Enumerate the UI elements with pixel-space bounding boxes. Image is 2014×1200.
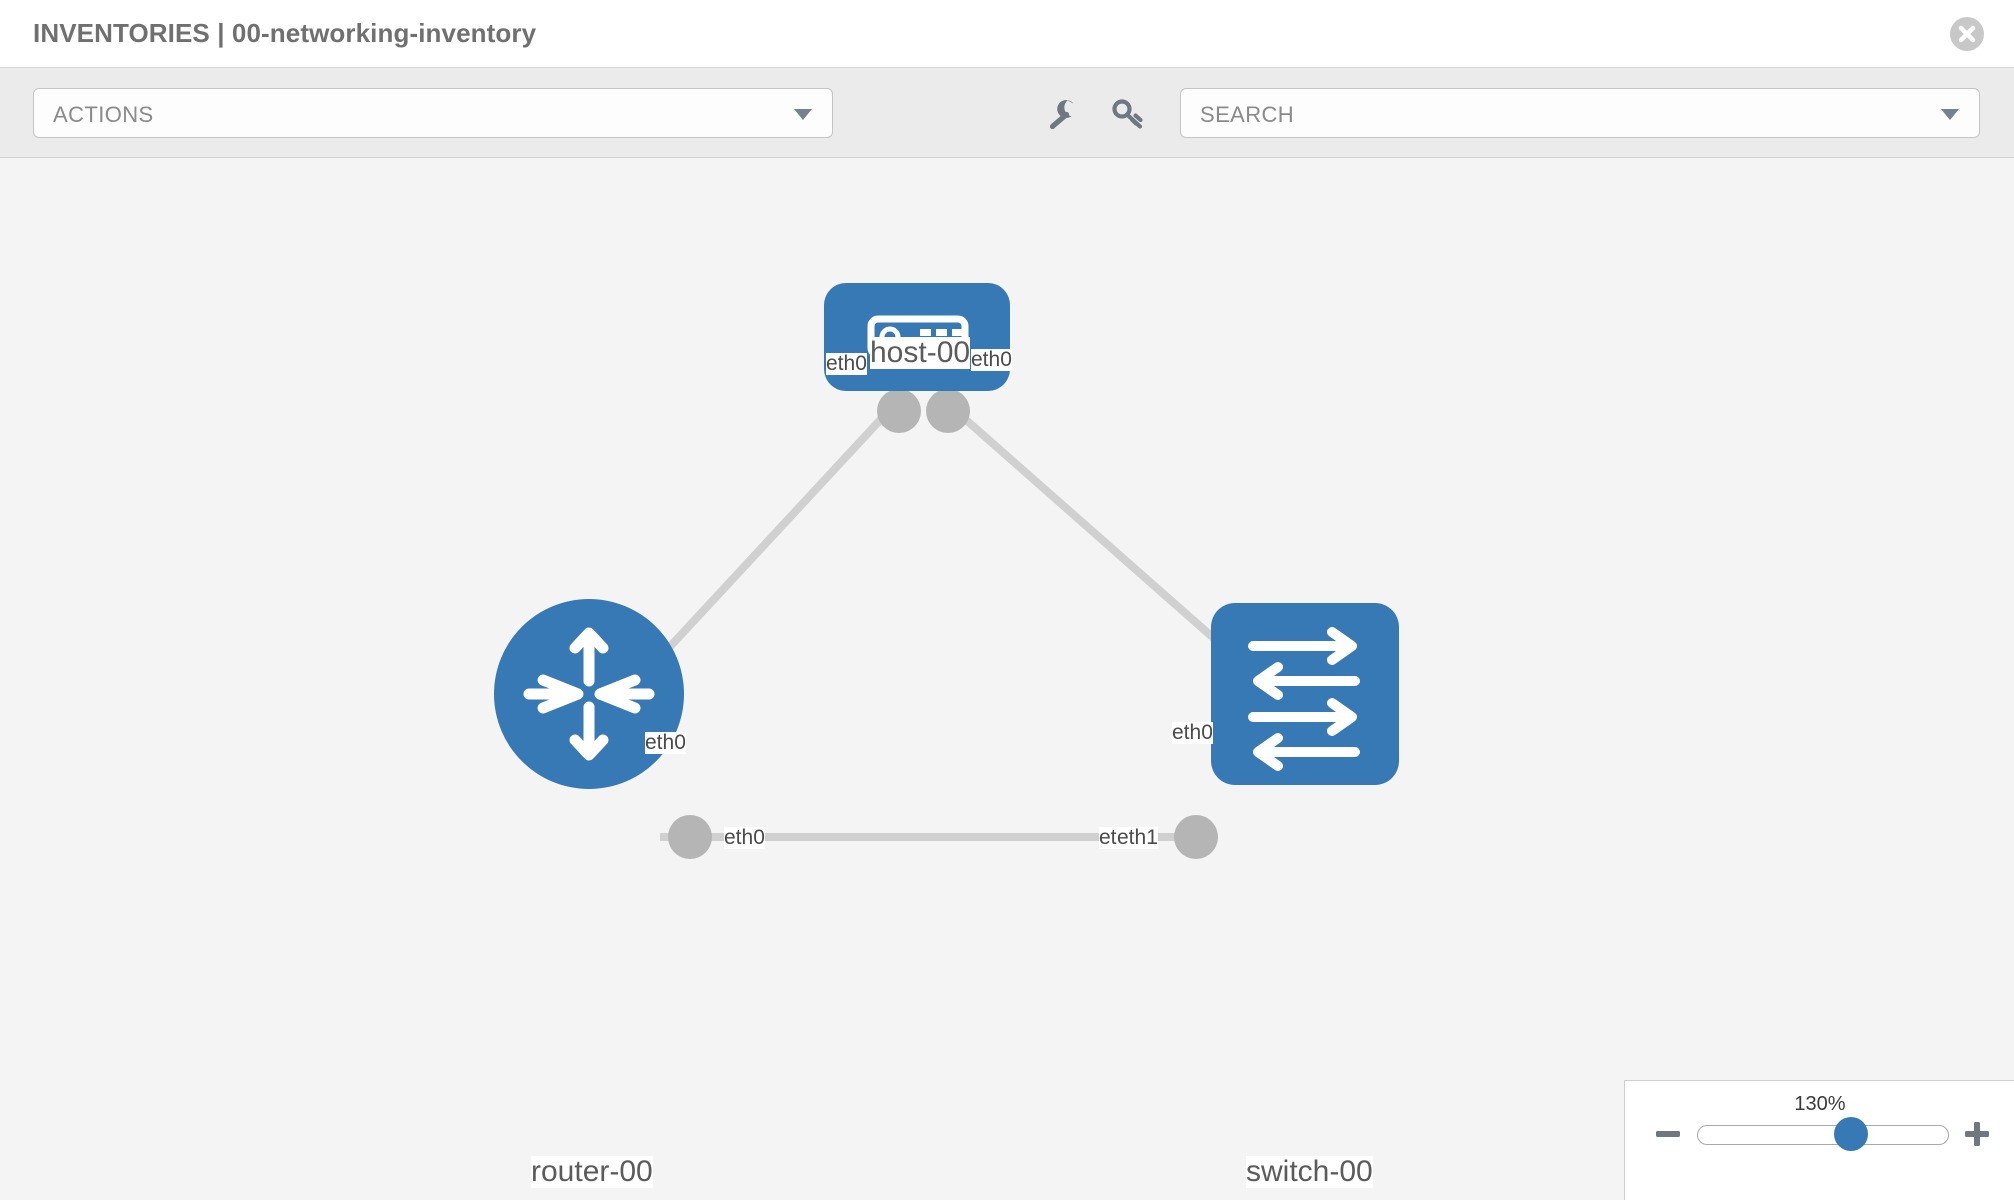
wrench-icon[interactable] — [1042, 94, 1082, 134]
switch-arrows-icon — [1248, 627, 1360, 771]
interface-label-switch00-eth1: eth1 — [1117, 826, 1158, 850]
search-placeholder: SEARCH — [1200, 102, 1295, 127]
chevron-down-icon[interactable] — [1941, 109, 1959, 120]
zoom-control-panel: 130% — [1624, 1080, 2014, 1200]
socket-switch00-left — [1174, 815, 1218, 859]
socket-router00-right — [668, 815, 712, 859]
socket-host00-left — [877, 389, 921, 433]
key-icon[interactable] — [1108, 94, 1148, 134]
interface-label-router00-eth0: eth0 — [724, 826, 765, 850]
actions-dropdown[interactable]: ACTIONS — [33, 88, 833, 138]
topology-graph — [494, 283, 1399, 859]
interface-label-router00-uplink: eth0 — [645, 731, 686, 755]
zoom-level-value: 130% — [1794, 1093, 1846, 1115]
actions-dropdown-label: ACTIONS — [53, 102, 154, 127]
topology-sockets — [668, 389, 1255, 859]
zoom-slider-handle[interactable] — [1834, 1117, 1869, 1151]
node-switch-00-shape — [1211, 603, 1399, 785]
topology-edges — [637, 400, 1246, 841]
zoom-slider-track[interactable] — [1697, 1125, 1949, 1145]
page-title: INVENTORIES | 00-networking-inventory — [33, 18, 537, 48]
interface-label-host00-right: eth0 — [971, 348, 1012, 372]
minus-icon[interactable] — [1653, 1119, 1683, 1149]
chevron-down-icon — [794, 109, 812, 120]
router-arrows-icon — [523, 627, 655, 761]
node-switch-00 — [1211, 603, 1399, 785]
page-header: INVENTORIES | 00-networking-inventory — [0, 0, 2014, 68]
close-icon[interactable] — [1950, 17, 1984, 51]
interface-label-switch00-uplink: eth0 — [1172, 721, 1213, 745]
socket-host00-right — [926, 389, 970, 433]
edge-host00-switch00 — [945, 400, 1246, 668]
node-router-00-shape — [494, 599, 684, 789]
node-label-host-00: host-00 — [870, 336, 971, 369]
node-label-router-00: router-00 — [531, 1155, 653, 1188]
plus-icon[interactable] — [1962, 1119, 1992, 1149]
node-router-00 — [494, 599, 684, 789]
edge-host00-router00 — [637, 401, 898, 682]
node-label-switch-00: switch-00 — [1246, 1155, 1373, 1188]
search-input[interactable]: SEARCH — [1180, 88, 1980, 138]
interface-label-host00-left: eth0 — [826, 352, 867, 376]
toolbar: ACTIONS SEARCH — [0, 68, 2014, 158]
topology-canvas[interactable]: host-00 eth0 eth0 eth0 eth0 eth0 eth0 et… — [0, 159, 2014, 1200]
